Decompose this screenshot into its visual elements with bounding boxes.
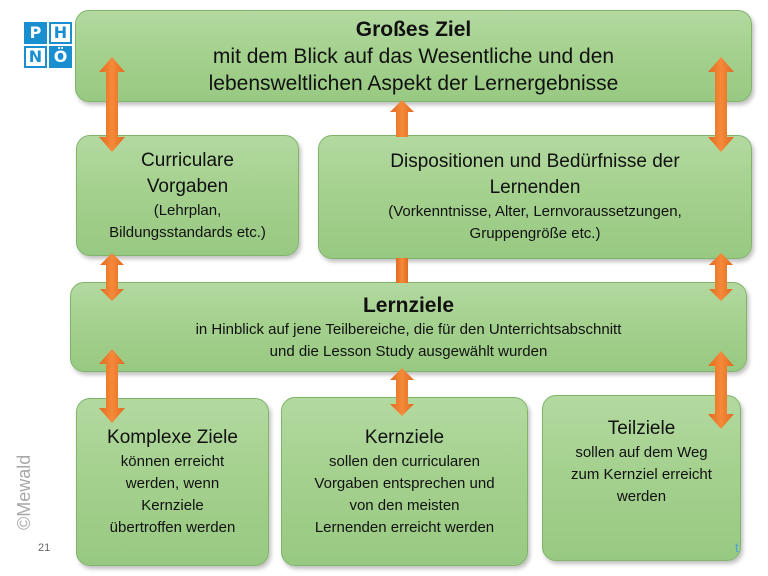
complex-goals-line-2: werden, wenn	[125, 475, 220, 492]
curricular-sub-1: (Lehrplan,	[153, 201, 222, 219]
complex-goals-box: Komplexe Ziele können erreicht werden, w…	[76, 398, 269, 566]
core-goals-title: Kernziele	[364, 426, 445, 448]
logo-cell-p: P	[24, 22, 47, 44]
top-goal-box: Großes Ziel mit dem Blick auf das Wesent…	[75, 10, 752, 102]
learning-goals-line-1: in Hinblick auf jene Teilbereiche, die f…	[195, 320, 622, 338]
learning-goals-title: Lernziele	[362, 293, 455, 317]
ph-noe-logo: P H N Ö	[24, 22, 74, 68]
top-goal-line-1: mit dem Blick auf das Wesentliche und de…	[212, 44, 615, 68]
complex-goals-line-1: können erreicht	[120, 453, 225, 470]
dispositions-box: Dispositionen und Bedürfnisse der Lernen…	[318, 135, 752, 259]
dispositions-line-1: Dispositionen und Bedürfnisse der	[390, 151, 680, 172]
logo-cell-h: H	[49, 22, 72, 44]
partial-goals-box: Teilziele sollen auf dem Weg zum Kernzie…	[542, 395, 741, 561]
logo-cell-oe: Ö	[49, 46, 72, 68]
curricular-sub-2: Bildungsstandards etc.)	[109, 223, 266, 241]
dispositions-line-2: Lernenden	[489, 177, 581, 198]
partial-goals-title: Teilziele	[607, 418, 676, 439]
core-goals-line-4: Lernenden erreicht werden	[314, 518, 495, 536]
dispositions-sub-1: (Vorkenntnisse, Alter, Lernvoraussetzung…	[388, 203, 682, 220]
core-goals-box: Kernziele sollen den curricularen Vorgab…	[281, 397, 528, 566]
learning-goals-line-2: und die Lesson Study ausgewählt wurden	[269, 342, 548, 360]
corner-text: t	[735, 540, 739, 555]
up-arrow-center-mid	[396, 258, 408, 283]
top-goal-title: Großes Ziel	[355, 17, 472, 41]
curricular-line-1: Curriculare	[141, 149, 234, 171]
partial-goals-line-2: zum Kernziel erreicht	[571, 466, 712, 483]
complex-goals-line-4: übertroffen werden	[109, 519, 236, 536]
up-arrow-center-top	[390, 100, 414, 137]
core-goals-line-2: Vorgaben entsprechen und	[314, 474, 495, 492]
complex-goals-title: Komplexe Ziele	[107, 427, 238, 448]
curricular-line-2: Vorgaben	[146, 175, 229, 197]
partial-goals-line-1: sollen auf dem Weg	[575, 444, 708, 461]
partial-goals-line-3: werden	[616, 488, 667, 505]
learning-goals-box: Lernziele in Hinblick auf jene Teilberei…	[70, 282, 747, 372]
complex-goals-line-3: Kernziele	[141, 497, 204, 514]
copyright-watermark: ©Mewald	[14, 454, 34, 530]
dispositions-sub-2: Gruppengröße etc.)	[469, 225, 601, 242]
logo-cell-n: N	[24, 46, 47, 68]
page-number: 21	[38, 542, 51, 554]
core-goals-line-1: sollen den curricularen	[329, 452, 480, 470]
top-goal-line-2: lebensweltlichen Aspekt der Lernergebnis…	[208, 71, 619, 95]
curricular-box: Curriculare Vorgaben (Lehrplan, Bildungs…	[76, 135, 299, 256]
core-goals-line-3: von den meisten	[349, 496, 460, 514]
